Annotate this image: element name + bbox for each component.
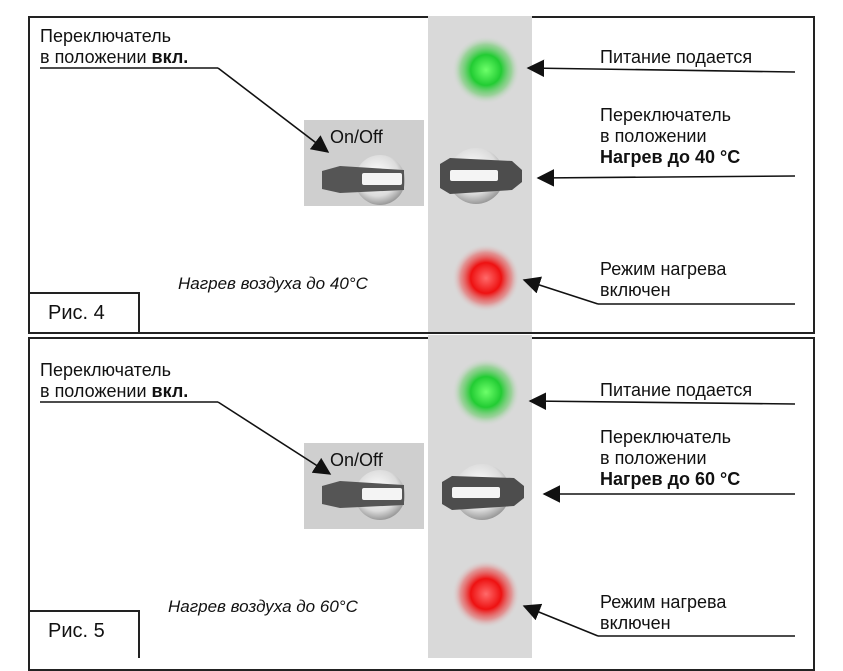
arrow-icon [522, 603, 599, 637]
heating-caption: Нагрев воздуха до 40°С [178, 274, 368, 293]
figure-caption: Рис. 5 [48, 620, 105, 642]
selector-label: Переключатель в положении Нагрев до 60 °… [600, 427, 741, 489]
rotary-selector-switch [442, 464, 524, 520]
rotary-selector-switch [440, 148, 522, 204]
heating-caption: Нагрев воздуха до 60°С [168, 597, 358, 616]
arrow-icon [217, 67, 330, 153]
arrow-icon [528, 392, 796, 410]
figure-caption-box: Рис. 5 [28, 610, 140, 658]
on-off-label: On/Off [330, 450, 383, 470]
on-off-switch [322, 470, 405, 520]
red-indicator-lamp [452, 244, 520, 312]
on-off-label: On/Off [330, 127, 383, 147]
arrow-icon [522, 276, 599, 305]
figure-caption: Рис. 4 [48, 302, 105, 324]
mode-label: Режим нагрева включен [600, 259, 727, 300]
selector-label: Переключатель в положении Нагрев до 40 °… [600, 105, 741, 167]
on-off-switch [322, 155, 405, 205]
green-indicator-lamp [452, 36, 520, 104]
switch-label: Переключатель в положении вкл. [40, 26, 189, 67]
power-label: Питание подается [600, 47, 753, 67]
arrow-icon [217, 401, 332, 475]
red-indicator-lamp [452, 560, 520, 628]
arrow-icon [536, 169, 796, 187]
green-indicator-lamp [452, 358, 520, 426]
mode-label: Режим нагрева включен [600, 592, 727, 633]
power-label: Питание подается [600, 380, 753, 400]
figure-caption-box: Рис. 4 [28, 292, 140, 332]
switch-label: Переключатель в положении вкл. [40, 360, 189, 401]
arrow-icon [526, 59, 796, 78]
